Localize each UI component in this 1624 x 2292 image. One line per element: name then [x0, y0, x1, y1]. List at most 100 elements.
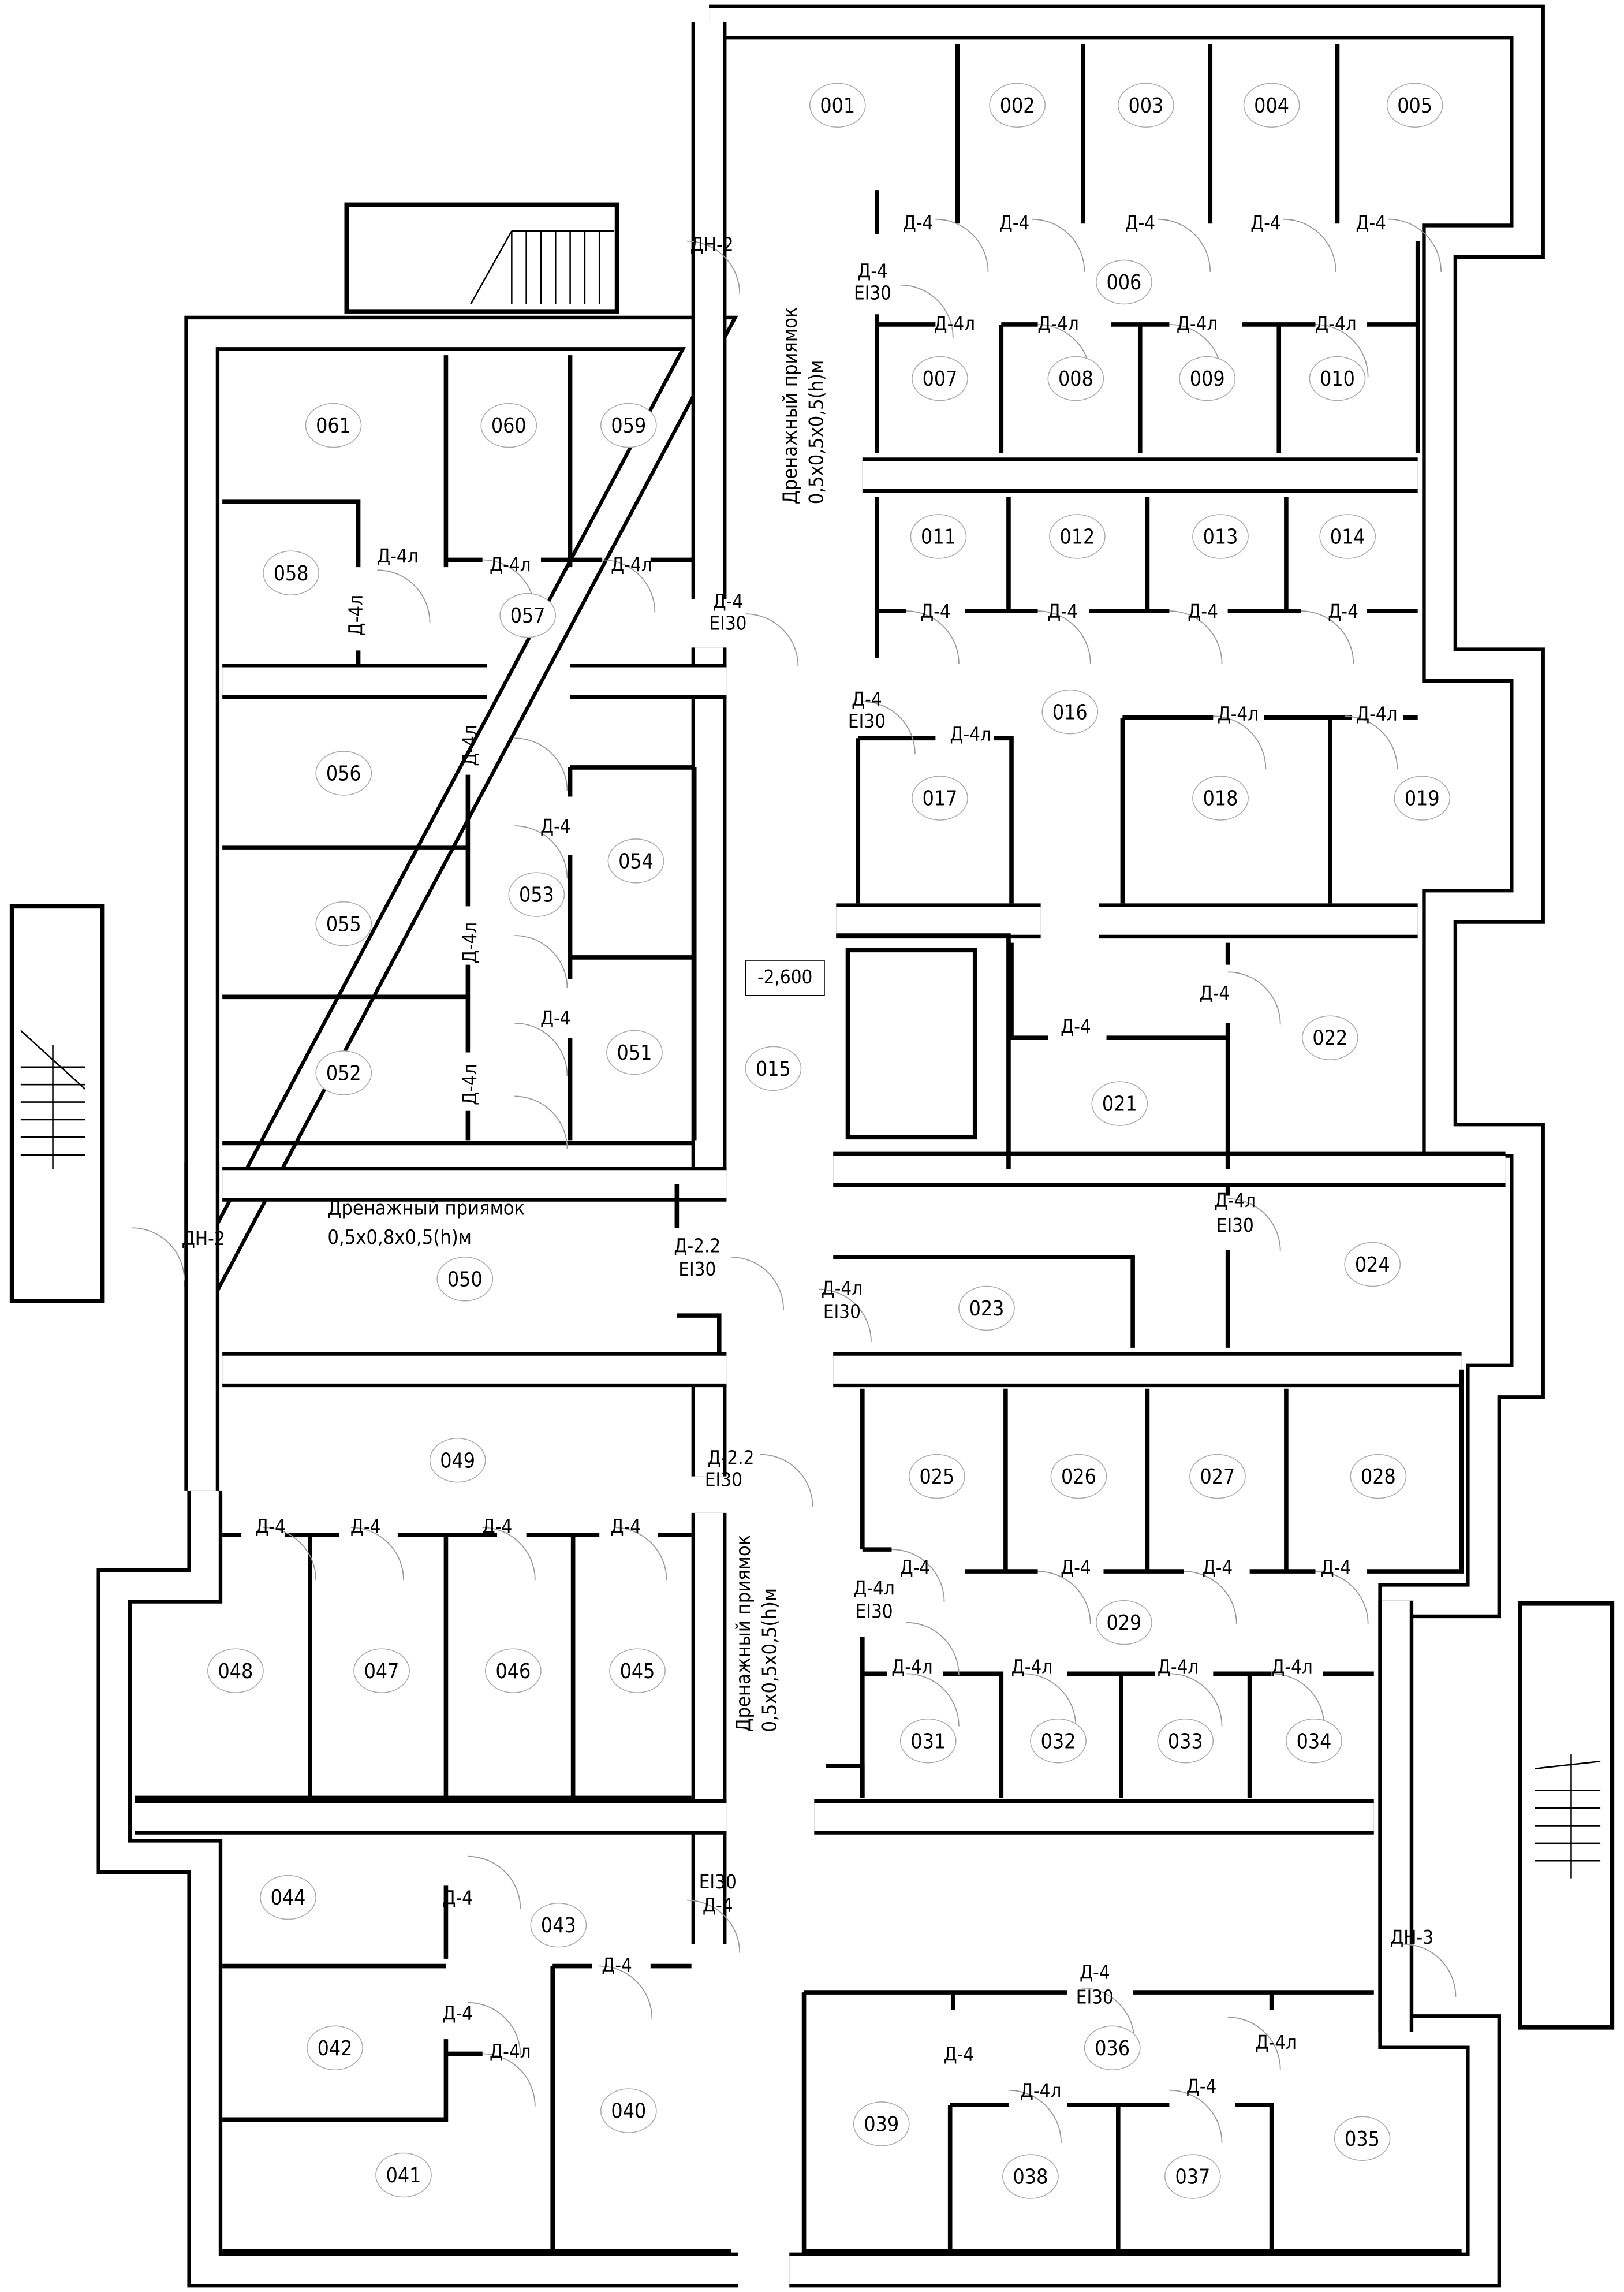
room-number: 027	[1200, 1465, 1235, 1489]
door-swing	[906, 610, 960, 664]
room-tag-circle	[353, 1648, 410, 1693]
door-label: Д-4л	[377, 545, 419, 567]
room-number: 038	[1013, 2166, 1048, 2189]
room-046: 046	[485, 1648, 542, 1693]
room-tag-circle	[1350, 1454, 1407, 1499]
room-number: 048	[218, 1660, 253, 1683]
door-label: Д-4л	[490, 553, 531, 576]
door-swing	[599, 1965, 653, 2019]
door-swing	[687, 240, 741, 294]
stair-left	[9, 904, 105, 1303]
door-label: Д-4л	[458, 1064, 481, 1105]
door-swing	[935, 218, 989, 272]
room-number: 040	[611, 2100, 646, 2123]
door-swing	[1403, 1943, 1457, 1997]
door-label: Д-4	[442, 1887, 473, 1909]
room-052: 052	[315, 1050, 372, 1095]
room-number: 051	[617, 1041, 652, 1065]
door-swing	[1345, 715, 1398, 769]
room-number: 022	[1312, 1027, 1347, 1050]
room-number: 050	[447, 1268, 483, 1291]
door-swing	[1227, 971, 1281, 1025]
door-label: Д-2.2	[674, 1235, 720, 1257]
room-040: 040	[600, 2088, 657, 2133]
room-tag-circle	[1118, 83, 1174, 128]
room-tag-circle	[1084, 2025, 1141, 2071]
room-number: 037	[1175, 2166, 1210, 2189]
door-label: Д-4	[1061, 1556, 1091, 1579]
door-label: Д-4л	[950, 723, 991, 746]
room-number: 023	[969, 1297, 1005, 1321]
room-038: 038	[1002, 2154, 1059, 2199]
room-045: 045	[609, 1648, 666, 1693]
door-label: Д-4	[1188, 600, 1218, 623]
door-label: Д-4	[903, 211, 934, 234]
partitions	[135, 43, 1464, 2253]
door-label: Д-4л	[611, 553, 652, 576]
door-label: Д-4	[1328, 600, 1358, 623]
room-tag-circle	[1091, 1081, 1148, 1126]
door-label: Д-4	[1047, 600, 1078, 623]
svg-text:Дренажный приямок: Дренажный приямок	[732, 1535, 755, 1732]
door-swing	[132, 1227, 185, 1281]
room-number: 053	[519, 884, 554, 907]
room-059: 059	[600, 403, 657, 448]
room-028: 028	[1350, 1454, 1407, 1499]
room-008: 008	[1047, 356, 1104, 401]
room-007: 007	[912, 356, 968, 401]
room-050: 050	[436, 1257, 494, 1302]
door-label: Д-4	[1061, 1015, 1091, 1038]
svg-text:Дренажный приямок: Дренажный приямок	[779, 307, 802, 505]
door-label: Д-4	[1250, 211, 1281, 234]
door-label: EI30	[1076, 1986, 1114, 2008]
door-label: Д-4	[857, 259, 888, 282]
room-number: 029	[1107, 1611, 1142, 1635]
room-011: 011	[910, 514, 967, 559]
partition	[994, 736, 1014, 904]
door-label: EI30	[823, 1300, 861, 1323]
room-number: 033	[1168, 1730, 1203, 1753]
room-tag-circle	[375, 2152, 432, 2198]
door-label: Д-4	[944, 2043, 975, 2065]
svg-text:0,5x0,5x0,5(h)м: 0,5x0,5x0,5(h)м	[758, 1588, 781, 1732]
room-number: 014	[1330, 526, 1365, 549]
room-number: 018	[1203, 787, 1238, 811]
room-029: 029	[1096, 1600, 1152, 1645]
room-tag-circle	[1049, 514, 1106, 559]
room-017: 017	[912, 776, 968, 821]
door-swing	[377, 569, 431, 623]
room-005: 005	[1386, 83, 1443, 128]
door-swing	[906, 1673, 960, 1727]
door-swing	[1169, 610, 1223, 664]
door-label: Д-4л	[1215, 1189, 1256, 1212]
room-tag-circle	[263, 550, 319, 595]
door-label: Д-4л	[1177, 312, 1218, 334]
drain-note: Дренажный приямок 0,5x0,8x0,5(h)м	[327, 1197, 525, 1249]
room-044: 044	[260, 1874, 316, 1920]
door-swing	[263, 1527, 317, 1581]
partition	[222, 2039, 449, 2122]
door-label: Д-4	[1356, 211, 1386, 234]
door-swing	[818, 1288, 872, 1342]
door-swing	[687, 1899, 741, 1953]
exit-label: ДН-3	[1390, 1926, 1433, 1948]
room-tag-circle	[1319, 514, 1376, 559]
door-label: Д-4л	[490, 2040, 531, 2062]
partition	[845, 948, 977, 1140]
door-label: Д-4	[900, 1556, 931, 1579]
room-tag-circle	[1394, 776, 1451, 821]
room-tag-circle	[600, 403, 657, 448]
room-number: 007	[923, 367, 958, 391]
partition	[826, 1763, 865, 1798]
room-025: 025	[909, 1454, 965, 1499]
room-006: 006	[1096, 259, 1152, 305]
room-002: 002	[989, 83, 1046, 128]
door-label: Д-4л	[934, 312, 976, 334]
room-tag-circle	[1096, 1600, 1152, 1645]
room-tag-circle	[989, 83, 1046, 128]
room-number: 061	[316, 414, 351, 438]
room-037: 037	[1164, 2154, 1221, 2199]
room-057: 057	[499, 592, 557, 638]
